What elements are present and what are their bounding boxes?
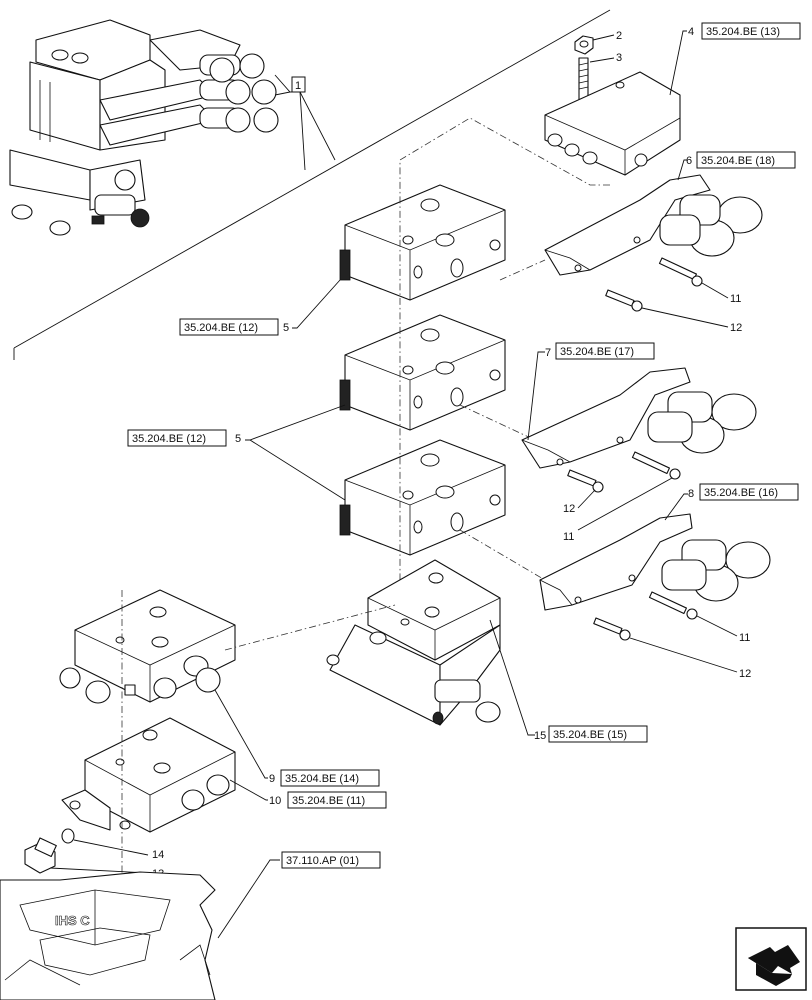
callout-12a: 12 [730,322,742,334]
svg-text:7: 7 [545,347,551,359]
assembled-valve-stack [9,19,279,236]
screws-set-7 [567,451,681,493]
callout-1: 1 [274,74,336,171]
stud-part-3 [578,57,589,101]
rear-axle-housing: IHS C [0,871,216,1000]
svg-text:35.204.BE (12): 35.204.BE (12) [184,322,258,334]
fitting-part-13 [24,837,57,874]
end-cover-part-4 [544,71,681,176]
callout-37: 37.110.AP (01) [217,851,381,939]
callout-15: 15 35.204.BE (15) [489,619,648,743]
svg-text:IHS C: IHS C [55,913,90,928]
lever-bracket-part-6 [544,174,763,276]
inlet-block-part-15 [326,559,501,726]
callout-10: 10 35.204.BE (11) [229,779,387,809]
lever-bracket-part-7 [521,367,757,469]
next-page-arrow-icon[interactable] [735,927,807,991]
callout-12b: 12 [563,503,575,515]
screws-set-8 [593,591,698,641]
valve-part-9 [59,589,236,704]
callout-6: 6 35.204.BE (18) [677,151,796,181]
svg-text:9: 9 [269,773,275,785]
svg-text:35.204.BE (14): 35.204.BE (14) [285,773,359,785]
callout-8: 8 35.204.BE (16) [664,483,799,521]
valve-section-bottom [339,439,506,556]
lever-bracket-part-8 [539,513,771,611]
oring-part-14 [61,828,75,844]
svg-text:35.204.BE (13): 35.204.BE (13) [706,26,780,38]
callout-4: 4 35.204.BE (13) [669,22,801,96]
callout-12c: 12 [739,668,751,680]
callout-11b: 11 [563,531,574,543]
svg-text:35.204.BE (15): 35.204.BE (15) [553,729,627,741]
svg-text:35.204.BE (16): 35.204.BE (16) [704,487,778,499]
svg-text:1: 1 [295,80,301,92]
alignment-axis [399,117,610,620]
valve-section-middle [339,314,506,431]
callout-11c: 11 [739,632,750,644]
divider-line [13,9,611,349]
svg-text:35.204.BE (17): 35.204.BE (17) [560,346,634,358]
svg-text:37.110.AP (01): 37.110.AP (01) [286,855,359,867]
callout-9: 9 35.204.BE (14) [214,689,380,787]
valve-part-10 [61,717,236,833]
svg-text:4: 4 [688,26,694,38]
svg-text:6: 6 [686,155,692,167]
callout-5b: 35.204.BE (12) 5 [127,404,346,501]
valve-section-top [339,184,506,301]
callout-3: 3 [616,52,622,64]
callout-11a: 11 [730,293,741,305]
svg-text:10: 10 [269,795,281,807]
svg-text:35.204.BE (11): 35.204.BE (11) [292,795,365,807]
svg-text:15: 15 [534,730,546,742]
callout-14: 14 [152,849,164,861]
svg-text:5: 5 [235,433,241,445]
callout-7: 7 35.204.BE (17) [527,342,655,441]
svg-text:8: 8 [688,488,694,500]
callout-2: 2 [616,30,622,42]
callout-5a: 35.204.BE (12) 5 [179,279,341,336]
svg-text:35.204.BE (12): 35.204.BE (12) [132,433,206,445]
screws-set-6 [605,257,703,312]
svg-text:35.204.BE (18): 35.204.BE (18) [701,155,775,167]
svg-text:5: 5 [283,322,289,334]
nut-part-2 [574,35,594,55]
